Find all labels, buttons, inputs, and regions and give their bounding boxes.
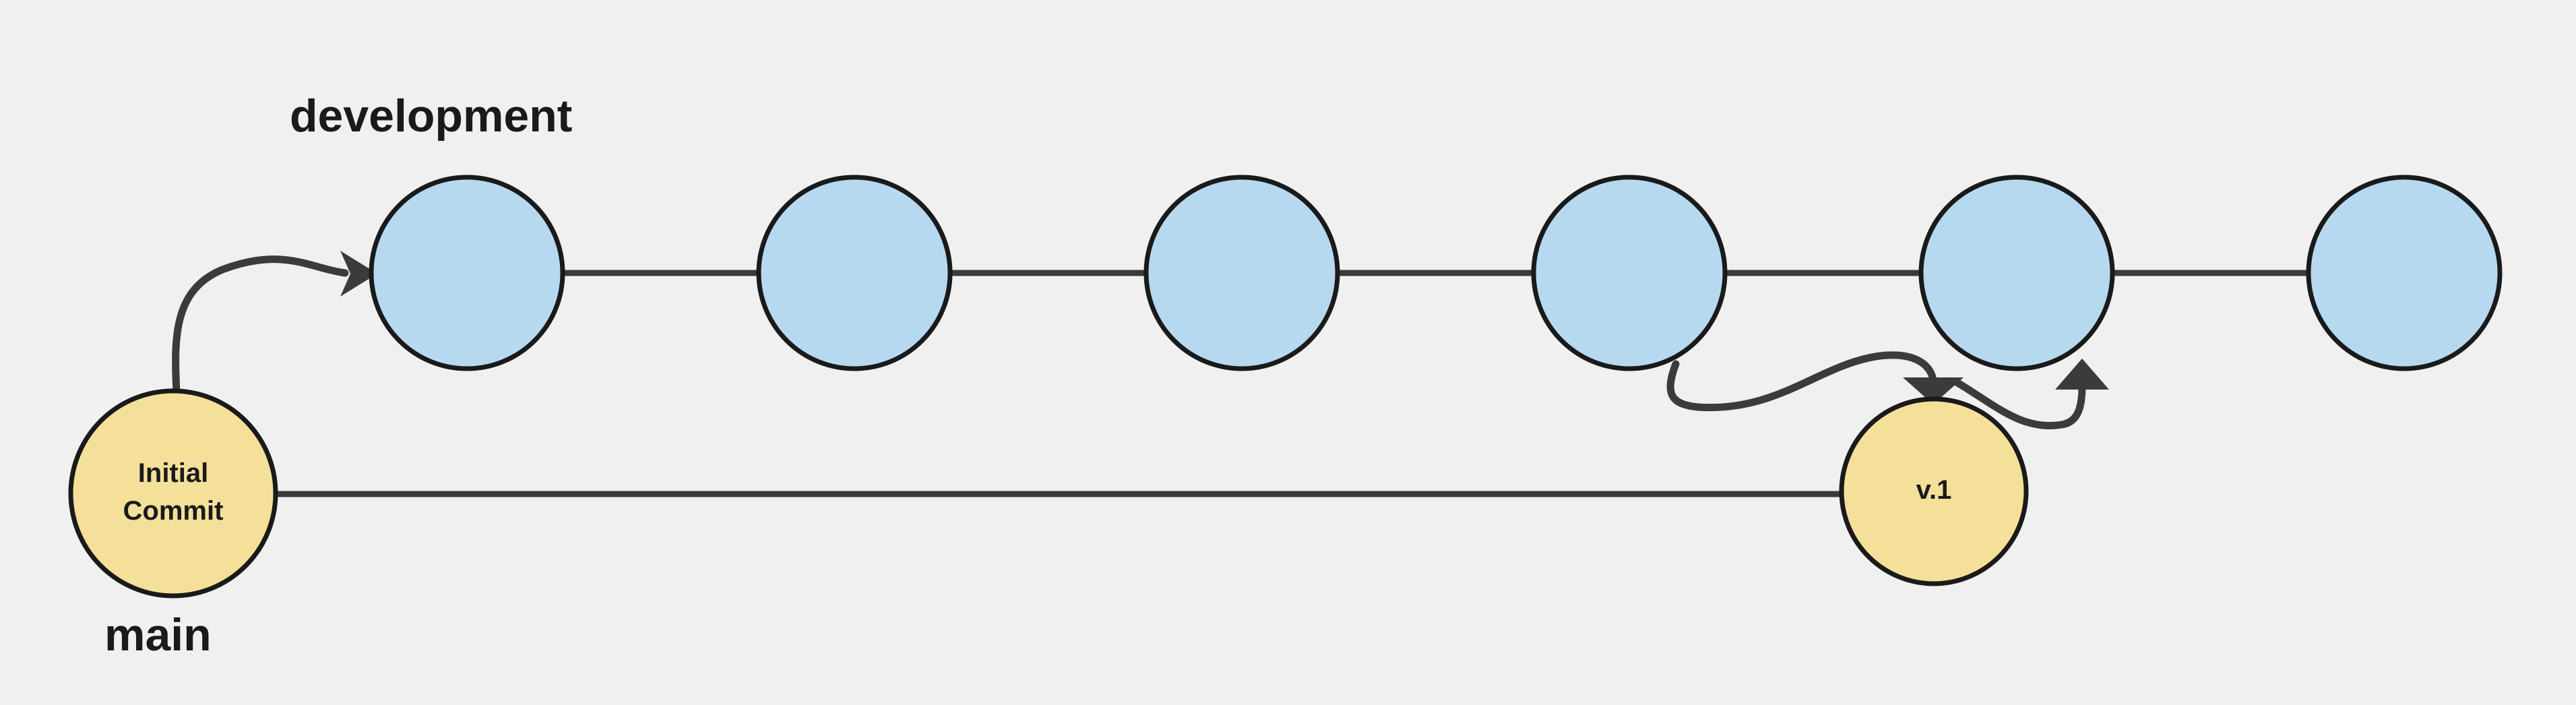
branch-labels-layer: development main (104, 90, 572, 661)
branch-label-main: main (104, 609, 212, 661)
arrows-layer (172, 251, 2109, 429)
commit-node-dev-commit-1[interactable] (369, 175, 565, 371)
commit-node-release-v1[interactable]: v.1 (1839, 396, 2029, 586)
commit-circle-dev-commit-2[interactable] (756, 175, 953, 371)
release-arrow-head (1903, 377, 1964, 404)
commit-circle-initial-commit[interactable] (68, 388, 278, 599)
branch-label-development: development (290, 90, 572, 142)
commit-circle-dev-commit-3[interactable] (1143, 175, 1340, 371)
merge-back-arrow-path (1951, 377, 2086, 429)
commit-circle-dev-commit-6[interactable] (2306, 175, 2503, 371)
commit-node-dev-commit-2[interactable] (756, 175, 953, 371)
commit-node-dev-commit-4[interactable] (1531, 175, 1728, 371)
merge-back-arrow-head (2055, 359, 2109, 390)
commit-circle-dev-commit-5[interactable] (1918, 175, 2115, 371)
edges-layer (278, 270, 2307, 497)
commit-node-dev-commit-3[interactable] (1143, 175, 1340, 371)
branch-off-arrow-head (340, 251, 377, 297)
commit-circle-dev-commit-4[interactable] (1531, 175, 1728, 371)
merge-back-arrow (1951, 359, 2109, 429)
commit-label-release-v1: v.1 (1916, 475, 1952, 505)
commit-node-dev-commit-6[interactable] (2306, 175, 2503, 371)
branch-off-arrow-path (172, 255, 349, 396)
commit-circle-dev-commit-1[interactable] (369, 175, 565, 371)
release-arrow-path (1666, 351, 1937, 412)
commit-circle-release-v1[interactable] (1839, 396, 2029, 586)
release-arrow (1666, 351, 1964, 412)
branch-off-arrow (172, 251, 377, 396)
commit-node-dev-commit-5[interactable] (1918, 175, 2115, 371)
